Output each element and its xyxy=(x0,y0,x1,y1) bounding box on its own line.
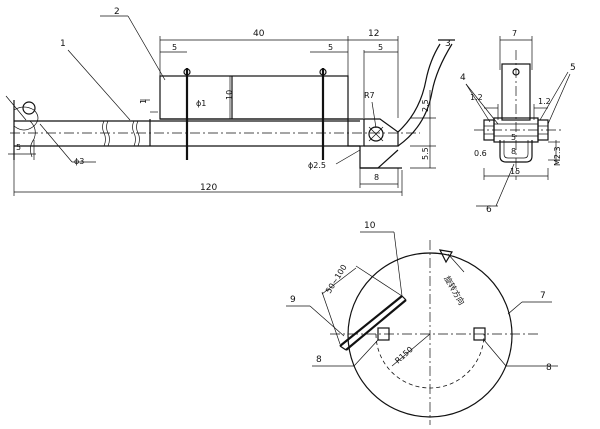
label-part-1: 1 xyxy=(60,39,66,49)
dim-side-0-6: 0.6 xyxy=(474,149,487,158)
rotation-direction-label: 旋转方向 xyxy=(442,274,467,307)
side-view xyxy=(474,36,562,180)
dim-range-50-100: 50~100 xyxy=(324,263,349,295)
label-part-8a: 8 xyxy=(316,355,322,365)
dim-h-10: 10 xyxy=(225,90,234,100)
dim-v-5-5: 5.5 xyxy=(421,147,430,160)
dim-h-1: 1 xyxy=(139,99,148,104)
dim-dia-3: ϕ3 xyxy=(74,157,84,166)
front-view xyxy=(5,36,455,196)
dim-side-1-2a: 1.2 xyxy=(470,93,483,102)
dim-top-12: 12 xyxy=(368,29,379,39)
dim-r-150: R150 xyxy=(393,345,415,366)
dim-side-7: 7 xyxy=(512,29,517,38)
dim-side-1-2b: 1.2 xyxy=(538,97,551,106)
dim-top-40: 40 xyxy=(253,29,265,39)
dim-dia-1: ϕ1 xyxy=(196,99,206,108)
dim-side-15: 15 xyxy=(510,167,520,176)
dim-dia-2-5: ϕ2.5 xyxy=(308,161,326,170)
label-part-7: 7 xyxy=(540,291,546,301)
label-part-3: 3 xyxy=(445,39,451,49)
dim-r-7: R7 xyxy=(364,91,375,100)
dim-w-8: 8 xyxy=(374,173,379,182)
dim-side-8: 8 xyxy=(511,147,516,156)
dim-len-120: 120 xyxy=(200,183,217,193)
dim-top-5c: 5 xyxy=(378,43,383,52)
dim-v-2-5: 2.5 xyxy=(421,99,430,112)
dim-side-m2-3: M2.3 xyxy=(553,146,562,166)
label-part-4: 4 xyxy=(460,73,466,83)
label-part-2: 2 xyxy=(114,7,120,17)
label-part-9: 9 xyxy=(290,295,296,305)
dim-side-5: 5 xyxy=(511,133,516,142)
dim-top-5a: 5 xyxy=(172,43,177,52)
disk-view xyxy=(321,240,540,425)
label-part-6: 6 xyxy=(486,205,492,215)
label-part-8b: 8 xyxy=(546,363,552,373)
label-part-5: 5 xyxy=(570,63,576,73)
dim-top-5b: 5 xyxy=(328,43,333,52)
dim-left-5: 5 xyxy=(16,143,21,152)
label-part-10: 10 xyxy=(364,221,376,231)
